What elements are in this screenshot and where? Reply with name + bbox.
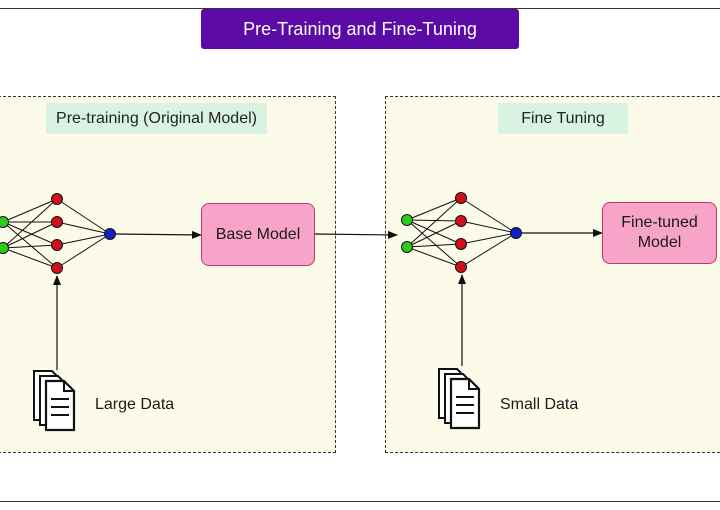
pretraining-label: Pre-training (Original Model) (46, 103, 267, 134)
base-model-to-finetuning-arrow (314, 230, 398, 239)
top-border (0, 8, 720, 9)
finetuned-model-box: Fine-tuned Model (602, 202, 717, 264)
network-to-base-model-arrow (115, 230, 202, 239)
small-data-documents-icon (438, 368, 481, 430)
small-data-label: Small Data (500, 396, 579, 413)
finetuning-label: Fine Tuning (498, 103, 628, 134)
finetuned-model-label-line1: Fine-tuned (621, 214, 698, 231)
bottom-border (0, 501, 720, 502)
base-model-box: Base Model (201, 203, 315, 266)
large-data-documents-icon (33, 370, 76, 432)
finetuning-network-icon (401, 192, 522, 273)
base-model-label: Base Model (215, 225, 301, 243)
finetuned-model-label-line2: Model (637, 234, 682, 251)
large-data-label: Large Data (95, 396, 175, 413)
pretraining-network-icon (0, 193, 116, 274)
diagram-title: Pre-Training and Fine-Tuning (201, 9, 519, 49)
